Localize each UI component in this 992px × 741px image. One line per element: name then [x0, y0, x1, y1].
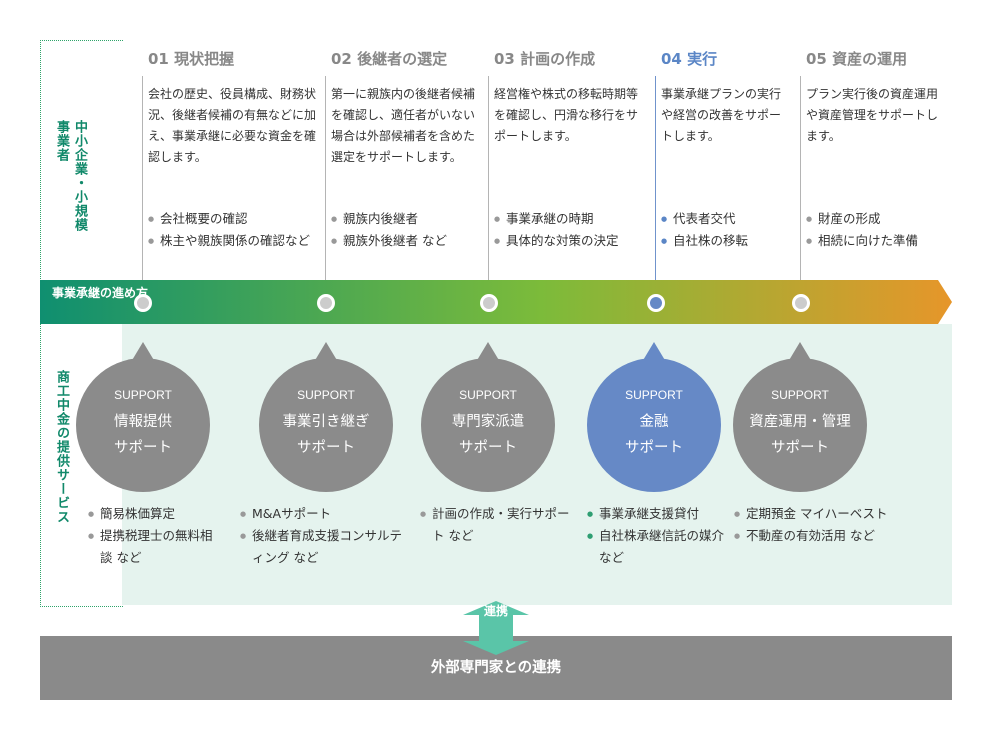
step-bullets: 親族内後継者 親族外後継者 など — [331, 208, 481, 252]
step-node — [134, 294, 152, 312]
service-label: 商工中金の提供サービス — [54, 370, 69, 524]
support-en-label: SUPPORT — [297, 388, 355, 402]
list-item: 親族内後継者 — [331, 208, 481, 230]
link-label: 連携 — [484, 604, 509, 618]
list-item: 財産の形成 — [806, 208, 946, 230]
step-title: 04 実行 — [661, 50, 718, 68]
step-bullets: 代表者交代 自社株の移転 — [661, 208, 795, 252]
support-bullets: 事業承継支援貸付 自社株承継信託の媒介 など — [587, 503, 733, 569]
support-en-label: SUPPORT — [459, 388, 517, 402]
support-title: 専門家派遣 — [451, 414, 525, 430]
step-description: 事業承継プランの実行や経営の改善をサポートします。 — [661, 87, 782, 143]
list-item: 不動産の有効活用 など — [734, 525, 930, 547]
support-bubble-finance: SUPPORT 金融 サポート — [587, 342, 721, 492]
step-line — [800, 76, 801, 300]
support-subtitle: サポート — [459, 440, 517, 456]
step-title: 01 現状把握 — [148, 50, 235, 68]
list-item: 親族外後継者 など — [331, 230, 481, 252]
support-bullets: 計画の作成・実行サポート など — [420, 503, 580, 547]
list-item: 後継者育成支援コンサルティング など — [240, 525, 412, 569]
step-title: 05 資産の運用 — [806, 50, 908, 68]
step-title: 02 後継者の選定 — [331, 50, 448, 68]
step-1: 01 現状把握 — [148, 48, 234, 72]
support-subtitle: サポート — [297, 440, 355, 456]
support-title: 情報提供 — [114, 414, 172, 430]
support-bubble-asset: SUPPORT 資産運用・管理 サポート — [733, 342, 867, 492]
support-bubble-expert: SUPPORT 専門家派遣 サポート — [421, 342, 555, 492]
list-item: 株主や親族関係の確認など — [148, 230, 320, 252]
step-3: 03 計画の作成 — [494, 48, 595, 72]
list-item: 代表者交代 — [661, 208, 795, 230]
step-description: 会社の歴史、役員構成、財務状況、後継者候補の有無などに加え、事業承継に必要な資金… — [148, 87, 317, 164]
list-item: 具体的な対策の決定 — [494, 230, 648, 252]
step-bullets: 財産の形成 相続に向けた準備 — [806, 208, 946, 252]
list-item: M&Aサポート — [240, 503, 412, 525]
support-subtitle: サポート — [625, 440, 683, 456]
support-subtitle: サポート — [114, 440, 172, 456]
support-bubble-info: SUPPORT 情報提供 サポート — [76, 342, 210, 492]
step-5: 05 資産の運用 — [806, 48, 907, 72]
support-en-label: SUPPORT — [114, 388, 172, 402]
support-title: 資産運用・管理 — [749, 414, 851, 430]
step-line — [488, 76, 489, 300]
list-item: 自社株承継信託の媒介 など — [587, 525, 733, 569]
support-bullets: M&Aサポート 後継者育成支援コンサルティング など — [240, 503, 412, 569]
list-item: 会社概要の確認 — [148, 208, 320, 230]
support-en-label: SUPPORT — [771, 388, 829, 402]
list-item: 事業承継の時期 — [494, 208, 648, 230]
list-item: 自社株の移転 — [661, 230, 795, 252]
process-label: 事業承継の進め方 — [52, 286, 149, 300]
step-description: プラン実行後の資産運用や資産管理をサポートします。 — [806, 87, 939, 143]
step-2: 02 後継者の選定 — [331, 48, 447, 72]
list-item: 定期預金 マイハーベスト — [734, 503, 930, 525]
step-line — [325, 76, 326, 300]
step-line — [655, 76, 656, 300]
step-node-active — [647, 294, 665, 312]
support-subtitle: サポート — [771, 440, 829, 456]
step-node — [317, 294, 335, 312]
step-description: 経営権や株式の移転時期等を確認し、円滑な移行をサポートします。 — [494, 87, 639, 143]
step-bullets: 会社概要の確認 株主や親族関係の確認など — [148, 208, 320, 252]
step-description: 第一に親族内の後継者候補を確認し、適任者がいない場合は外部候補者を含めた選定をサ… — [331, 87, 476, 164]
support-title: 金融 — [639, 414, 669, 430]
step-node — [792, 294, 810, 312]
list-item: 提携税理士の無料相談 など — [88, 525, 220, 569]
target-label: 中小企業・小規模事業者 — [54, 120, 87, 232]
step-title: 03 計画の作成 — [494, 50, 596, 68]
support-en-label: SUPPORT — [625, 388, 683, 402]
support-bubble-succession: SUPPORT 事業引き継ぎ サポート — [259, 342, 393, 492]
support-title: 事業引き継ぎ — [282, 414, 370, 430]
list-item: 事業承継支援貸付 — [587, 503, 733, 525]
list-item: 簡易株価算定 — [88, 503, 220, 525]
support-bullets: 定期預金 マイハーベスト 不動産の有効活用 など — [734, 503, 930, 547]
list-item: 計画の作成・実行サポート など — [420, 503, 580, 547]
double-arrow-icon — [463, 601, 529, 655]
step-line — [142, 76, 143, 300]
step-node — [480, 294, 498, 312]
list-item: 相続に向けた準備 — [806, 230, 946, 252]
step-4: 04 実行 — [661, 48, 717, 72]
step-bullets: 事業承継の時期 具体的な対策の決定 — [494, 208, 648, 252]
support-bullets: 簡易株価算定 提携税理士の無料相談 など — [88, 503, 220, 569]
